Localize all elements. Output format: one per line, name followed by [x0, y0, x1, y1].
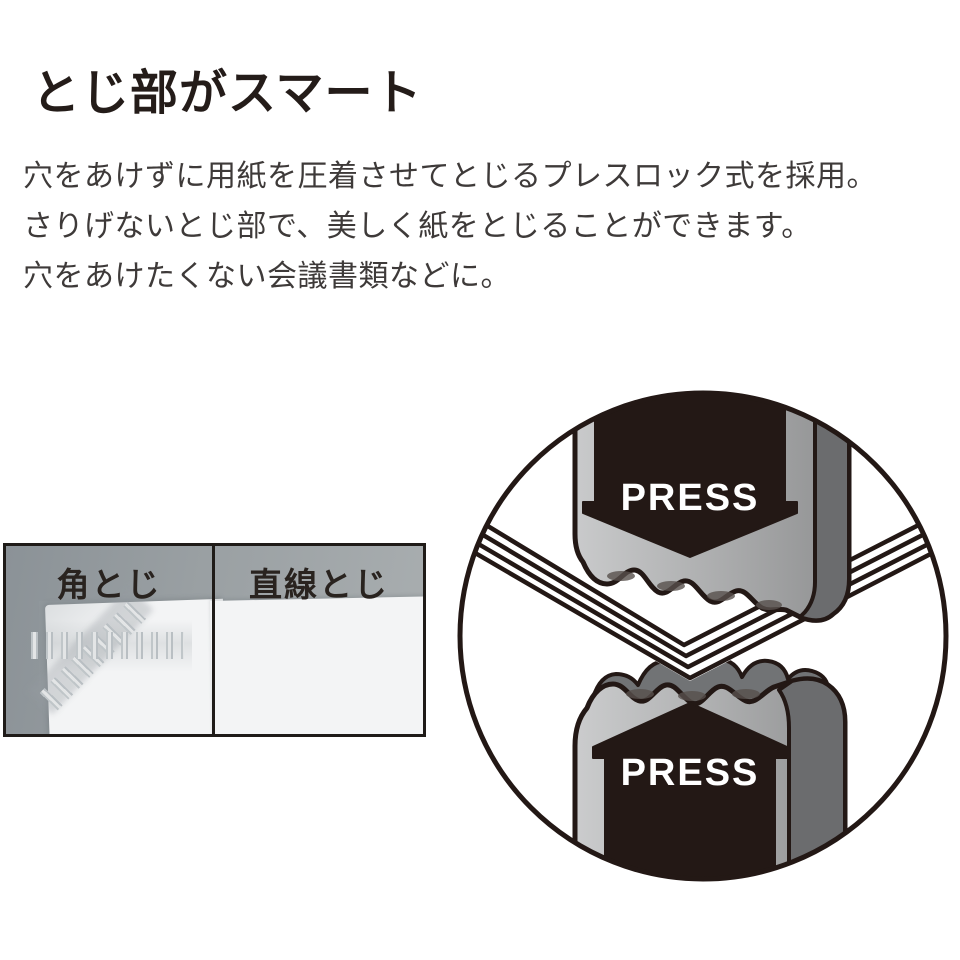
line-binding-label: 直線とじ [249, 566, 389, 603]
bottom-press-head: PRESS [572, 676, 848, 879]
line-crimp-marks [27, 632, 184, 659]
paper-sheets [460, 505, 946, 681]
page-title: とじ部がスマート [32, 67, 423, 120]
bottom-press-label: PRESS [621, 752, 760, 794]
corner-binding-label: 角とじ [56, 566, 162, 603]
description-text: 穴をあけずに用紙を圧着させてとじるプレスロック式を採用。 さりげないとじ部で、美… [23, 152, 877, 302]
line-bound-paper [210, 596, 423, 734]
press-mechanism-diagram: PRESS PRESS [457, 390, 949, 882]
top-press-head: PRESS [572, 393, 852, 623]
diagram-circle-outline [457, 390, 949, 882]
description-line-1: 穴をあけずに用紙を圧着させてとじるプレスロック式を採用。 [23, 160, 877, 193]
description-line-3: 穴をあけたくない会議書類などに。 [23, 260, 511, 293]
top-press-arrow-icon [582, 393, 798, 558]
bottom-press-arrow-icon [592, 702, 788, 879]
description-line-2: さりげないとじ部で、美しく紙をとじることができます。 [23, 210, 812, 243]
top-press-label: PRESS [621, 477, 760, 519]
photo-divider [212, 546, 215, 734]
binding-comparison-photo: 角とじ 直線とじ [3, 543, 426, 737]
